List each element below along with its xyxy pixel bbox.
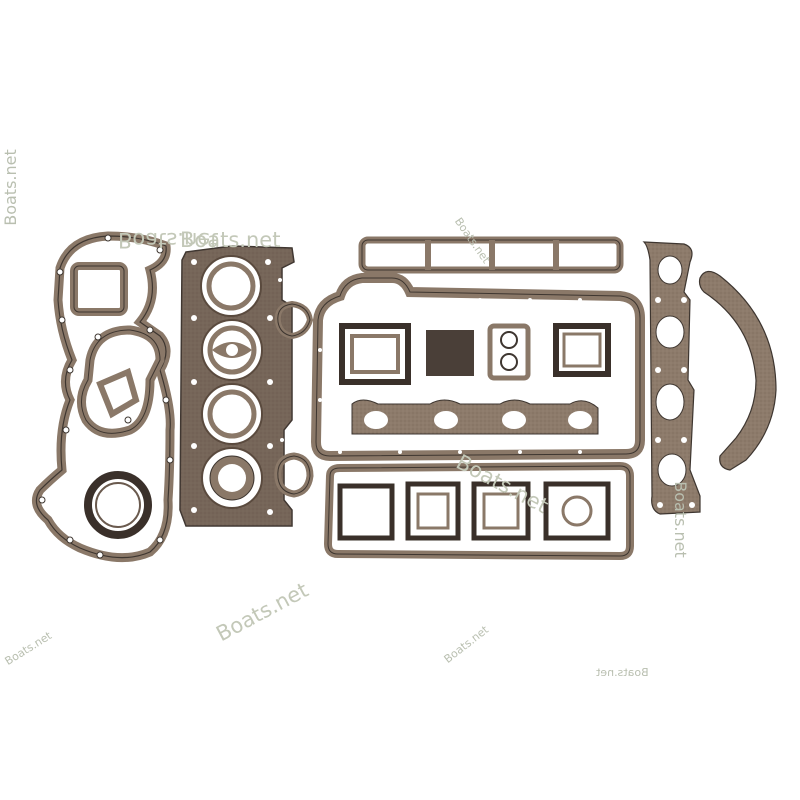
rear-main-seal-strip — [698, 270, 777, 471]
oil-pan-gasket — [310, 273, 645, 462]
watermark-left-edge: Boats.net — [0, 149, 20, 226]
watermark-top-right: Boats.net — [180, 228, 281, 252]
small-gaskets — [274, 300, 314, 498]
valve-cover-gasket — [358, 236, 624, 274]
timing-cover-gasket — [31, 231, 175, 563]
lower-gasket-panel — [323, 461, 634, 561]
intake-manifold-gasket — [351, 399, 599, 435]
head-gasket — [179, 245, 295, 527]
exhaust-manifold-gasket — [642, 241, 701, 515]
exhaust-port-gaskets — [339, 323, 611, 385]
watermark-right-vertical: Boats.net — [670, 481, 690, 558]
watermark-bottom-right-mirrored: Boats.net — [596, 666, 649, 679]
